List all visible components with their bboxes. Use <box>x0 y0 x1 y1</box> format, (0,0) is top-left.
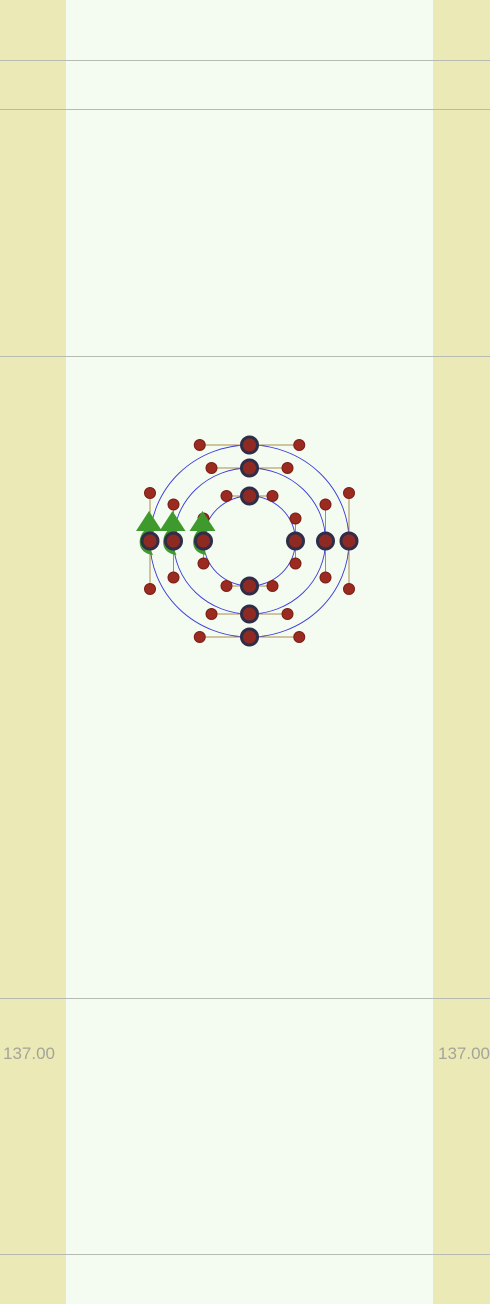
baseline-guide[interactable] <box>0 998 490 999</box>
ascender-guide[interactable] <box>0 60 490 61</box>
cap-height-guide[interactable] <box>0 109 490 110</box>
on-curve-point-icon[interactable] <box>240 627 259 647</box>
left-sidebearing-value[interactable]: 137.00 <box>3 1044 55 1063</box>
off-curve-point-icon[interactable] <box>220 490 233 502</box>
off-curve-point-icon[interactable] <box>193 439 206 451</box>
off-curve-point-icon[interactable] <box>319 498 332 511</box>
on-curve-point-icon[interactable] <box>316 531 335 551</box>
off-curve-point-icon[interactable] <box>144 583 156 595</box>
on-curve-point-icon[interactable] <box>140 531 160 551</box>
on-curve-point-icon[interactable] <box>286 531 305 551</box>
right-sidebearing-value[interactable]: 137.00 <box>438 1044 490 1063</box>
off-curve-point-icon[interactable] <box>266 580 279 592</box>
off-curve-point-icon[interactable] <box>289 512 302 525</box>
off-curve-point-icon[interactable] <box>193 631 206 643</box>
descender-guide[interactable] <box>0 1254 490 1255</box>
off-curve-point-icon[interactable] <box>220 580 233 592</box>
right-sidebearing-margin <box>433 0 490 1304</box>
off-curve-point-icon[interactable] <box>167 571 180 584</box>
on-curve-point-icon[interactable] <box>240 435 259 455</box>
x-height-guide[interactable] <box>0 356 490 357</box>
on-curve-point-icon[interactable] <box>240 576 259 596</box>
on-curve-point-icon[interactable] <box>240 458 259 478</box>
off-curve-point-icon[interactable] <box>293 631 306 643</box>
left-sidebearing-margin <box>0 0 66 1304</box>
off-curve-point-icon[interactable] <box>144 487 156 499</box>
off-curve-point-icon[interactable] <box>167 498 180 511</box>
off-curve-point-icon[interactable] <box>266 490 279 502</box>
off-curve-point-icon[interactable] <box>319 571 332 584</box>
on-curve-point-icon[interactable] <box>240 604 259 624</box>
off-curve-point-icon[interactable] <box>205 608 218 620</box>
contour-inner[interactable] <box>203 495 296 587</box>
on-curve-point-icon[interactable] <box>339 531 359 551</box>
on-curve-point-icon[interactable] <box>164 531 183 551</box>
off-curve-point-icon[interactable] <box>281 462 294 474</box>
off-curve-point-icon[interactable] <box>343 583 355 595</box>
on-curve-point-icon[interactable] <box>240 486 259 506</box>
off-curve-point-icon[interactable] <box>289 557 302 570</box>
off-curve-point-icon[interactable] <box>281 608 294 620</box>
off-curve-point-icon[interactable] <box>343 487 355 499</box>
off-curve-point-icon[interactable] <box>293 439 306 451</box>
off-curve-point-icon[interactable] <box>197 557 210 570</box>
on-curve-point-icon[interactable] <box>194 531 213 551</box>
off-curve-point-icon[interactable] <box>205 462 218 474</box>
